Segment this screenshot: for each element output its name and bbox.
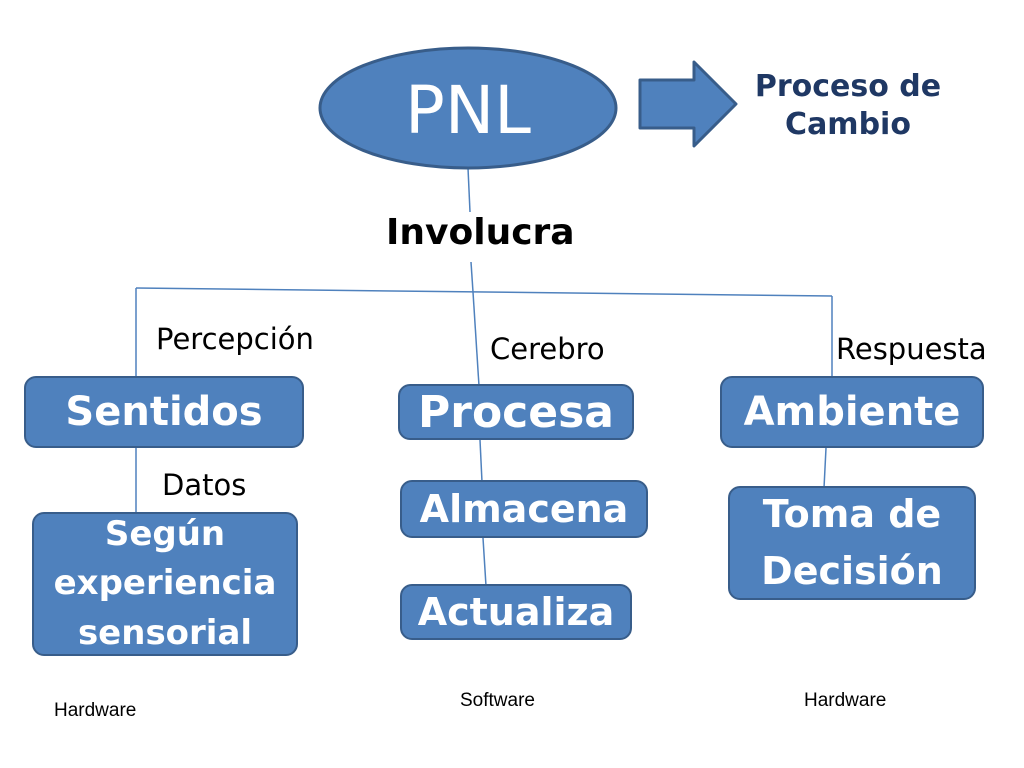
category-label-respuesta: Respuesta bbox=[836, 332, 987, 366]
connector-almacena-to-actualiza bbox=[482, 537, 487, 587]
datos-label: Datos bbox=[162, 468, 247, 502]
proceso-de-cambio-text: Proceso de Cambio bbox=[754, 69, 942, 142]
node-segun-experiencia-sensorial: Según experiencia sensorial bbox=[32, 512, 298, 656]
category-label-cerebro: Cerebro bbox=[490, 332, 605, 366]
pnl-title: PNL bbox=[405, 71, 531, 149]
connector-involucra-to-bar bbox=[470, 261, 474, 293]
footer-hardware-right: Hardware bbox=[804, 690, 887, 711]
node-actualiza: Actualiza bbox=[400, 584, 632, 640]
node-ambiente: Ambiente bbox=[720, 376, 984, 448]
connector-horizontal-bar bbox=[135, 287, 833, 297]
node-procesa: Procesa bbox=[398, 384, 634, 440]
proceso-de-cambio-label: Proceso de Cambio bbox=[748, 68, 948, 143]
footer-hardware-left: Hardware bbox=[54, 700, 137, 721]
pnl-ellipse bbox=[318, 46, 618, 170]
connector-ambiente-to-decision bbox=[823, 447, 827, 489]
footer-software: Software bbox=[460, 690, 535, 711]
node-almacena: Almacena bbox=[400, 480, 648, 538]
connector-procesa-to-almacena bbox=[479, 439, 483, 483]
connector-pnl-to-involucra bbox=[467, 167, 471, 213]
node-toma-de-decision: Toma de Decisión bbox=[728, 486, 976, 600]
node-sentidos: Sentidos bbox=[24, 376, 304, 448]
connector-bar-to-procesa bbox=[472, 291, 480, 387]
involucra-label: Involucra bbox=[386, 212, 575, 253]
right-arrow-icon bbox=[638, 60, 738, 148]
category-label-percepcion: Percepción bbox=[156, 322, 314, 356]
